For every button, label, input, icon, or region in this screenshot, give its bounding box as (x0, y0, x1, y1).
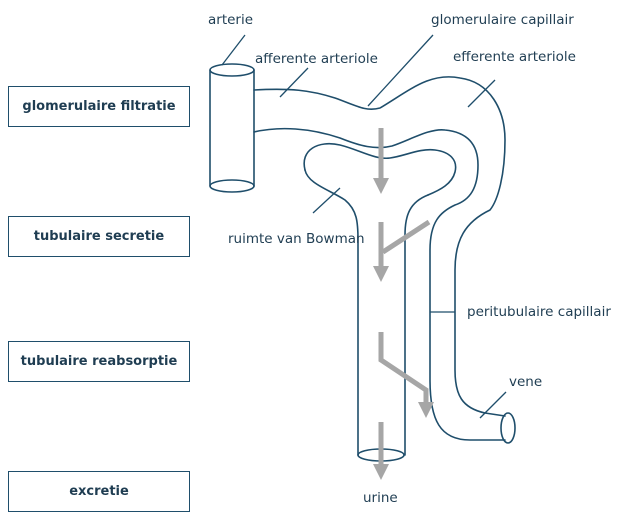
leader-ruimte-van-bowman (313, 188, 340, 213)
reabsorption-arrow (381, 332, 434, 418)
leader-afferente-arteriole (280, 68, 308, 97)
label-arterie: arterie (208, 12, 253, 28)
arterie-vessel (210, 64, 254, 192)
label-vene: vene (509, 374, 542, 390)
label-ruimte-van-bowman: ruimte van Bowman (228, 231, 365, 247)
blood-vessel-network (254, 77, 515, 443)
leader-arterie (222, 35, 245, 65)
label-peritubulaire-capillair: peritubulaire capillair (467, 304, 611, 320)
excretion-arrow (373, 422, 389, 480)
label-glomerulaire-capillair: glomerulaire capillair (431, 12, 574, 28)
label-urine: urine (363, 490, 398, 506)
secretion-arrow (373, 222, 429, 282)
label-afferente-arteriole: afferente arteriole (255, 51, 378, 67)
label-efferente-arteriole: efferente arteriole (453, 49, 576, 65)
filtration-arrow (373, 128, 389, 194)
bowman-tubule (305, 170, 428, 461)
leader-efferente-arteriole (468, 80, 495, 107)
